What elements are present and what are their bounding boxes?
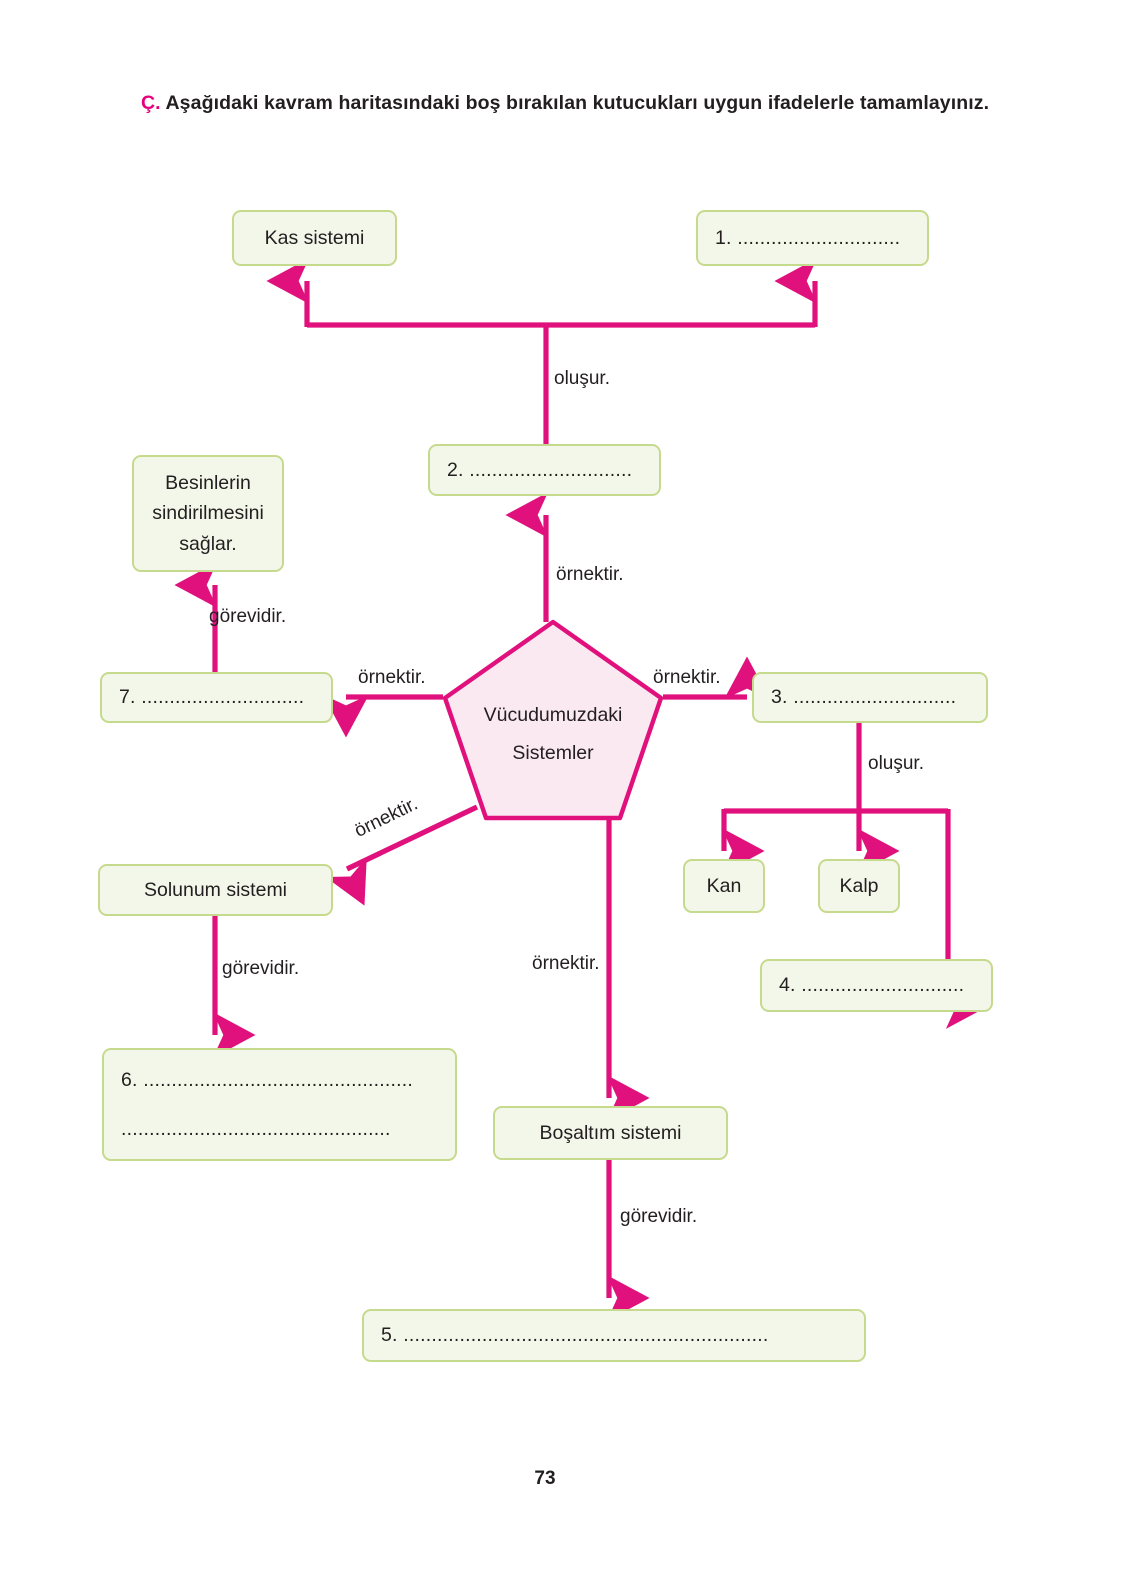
edge-label-olusur-right: oluşur. [868,753,924,774]
node-label: 4. ............................. [779,974,965,997]
node-blank-1[interactable]: 1. ............................. [696,210,929,266]
pentagon-shape [442,619,664,821]
edge-label-gorevidir-solunum: görevidir. [222,958,300,979]
node-blank-2[interactable]: 2. ............................. [428,444,661,496]
node-label: Kan [706,874,742,897]
edge-label-ornektir-diagonal: örnektir. [351,793,422,842]
edge-label-ornektir-down: örnektir. [532,953,600,974]
node-label: Solunum sistemi [143,878,288,901]
edge-label-olusur-top: oluşur. [554,368,610,389]
node-label: 5. .....................................… [381,1324,769,1347]
edge-label-ornektir-left: örnektir. [358,667,426,688]
node-blank-4[interactable]: 4. ............................. [760,959,993,1012]
question-marker: Ç. [141,92,161,114]
instruction-body: Aşağıdaki kavram haritasındaki boş bırak… [160,92,990,114]
edge-label-ornektir-center-up: örnektir. [556,564,624,585]
node-label-line-2: ........................................… [121,1118,391,1140]
node-blank-5[interactable]: 5. .....................................… [362,1309,866,1362]
pentagon-center-node: Vücudumuzdaki Sistemler [441,618,665,823]
node-label: Kalp [839,874,879,897]
node-kas-sistemi: Kas sistemi [232,210,397,266]
node-besinlerin-sindirilmesini-saglar: Besinlerin sindirilmesini sağlar. [132,455,284,572]
node-label: 7. ............................. [119,686,305,709]
pentagon-label-line-1: Vücudumuzdaki [483,704,623,726]
node-label: 3. ............................. [771,686,957,709]
node-blank-7[interactable]: 7. ............................. [100,672,333,723]
node-solunum-sistemi: Solunum sistemi [98,864,333,916]
edge-label-ornektir-right: örnektir. [653,667,721,688]
node-blank-6[interactable]: 6. .....................................… [102,1048,457,1161]
pentagon-label: Vücudumuzdaki Sistemler [441,696,665,772]
node-label: Kas sistemi [264,226,365,249]
node-label: Boşaltım sistemi [539,1121,682,1144]
instruction-paragraph: Ç. Aşağıdaki kavram haritasındaki boş bı… [99,88,995,120]
node-bosaltim-sistemi: Boşaltım sistemi [493,1106,728,1160]
node-label-line-1: Besinlerin [165,472,251,495]
node-label-line-2: sindirilmesini [152,502,264,525]
node-label-line-1: 6. .....................................… [121,1068,413,1091]
node-label: 2. ............................. [447,458,633,481]
edge-label-gorevidir-bosaltim: görevidir. [620,1206,698,1227]
page-number: 73 [534,1468,556,1489]
pentagon-label-line-2: Sistemler [512,742,594,765]
node-blank-3[interactable]: 3. ............................. [752,672,988,723]
node-kan: Kan [683,859,765,913]
edge-label-gorevidir-left-top: görevidir. [209,606,287,627]
node-label-line-3: sağlar. [179,532,237,555]
node-label: 1. ............................. [715,226,901,249]
node-kalp: Kalp [818,859,900,913]
